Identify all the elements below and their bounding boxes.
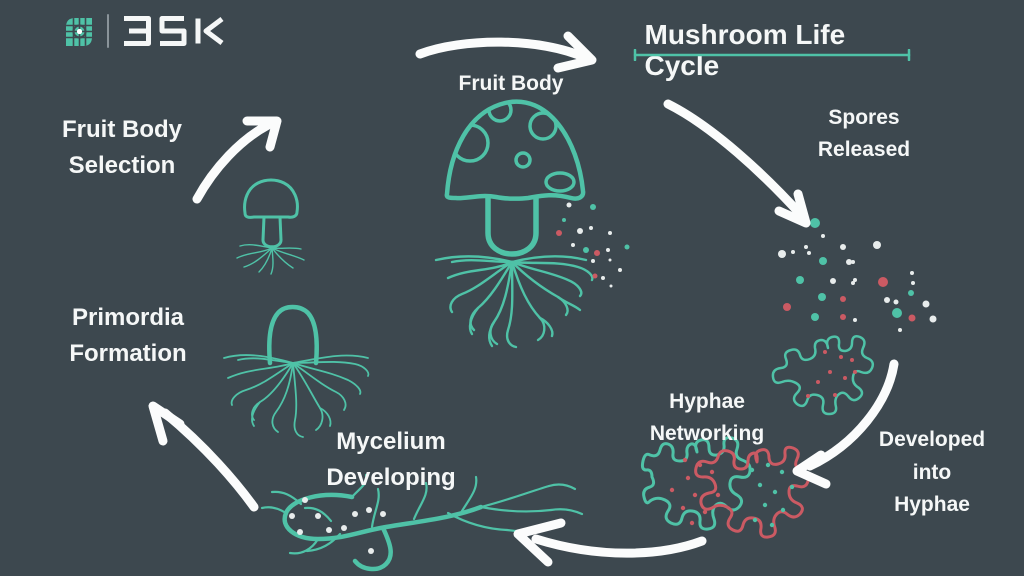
stage-label-primordia-formation: Primordia Formation	[69, 304, 187, 367]
arrow-mycelium-to-primordia	[148, 401, 259, 512]
logo-wordmark	[124, 16, 224, 46]
spore-cluster-small	[556, 202, 630, 288]
arrow-selection-to-fruitbody	[192, 116, 282, 204]
hyphae-sprout-illustration	[771, 335, 875, 416]
arrow-title-to-spores	[663, 99, 811, 228]
arrow-network-to-mycelium	[513, 518, 707, 567]
arrow-spores-to-network	[792, 359, 899, 489]
fruit-body-roots	[434, 255, 594, 349]
primordia-illustration	[223, 304, 370, 438]
stage-label-hyphae-networking: Hyphae Networking	[649, 390, 765, 445]
selected-mushroom-illustration	[236, 178, 305, 275]
stage-label-developed-into-hyphae: Developed into Hyphae	[878, 428, 986, 517]
logo-divider	[107, 14, 109, 48]
brand-logo	[64, 14, 226, 48]
stage-label-fruit-body-selection: Fruit Body Selection	[62, 116, 182, 179]
stage-label-spores-released: Spores Released	[817, 106, 911, 161]
hyphae-network-illustration	[640, 436, 810, 539]
fruit-body-mushroom-illustration	[434, 99, 594, 349]
spore-cluster-large	[778, 218, 937, 332]
title-underline	[633, 49, 911, 61]
arrow-fruitbody-to-title	[415, 31, 597, 73]
stage-label-fruit-body: Fruit Body	[458, 72, 564, 95]
mycelium-illustration	[260, 473, 584, 572]
leaf-grid-icon	[66, 18, 92, 46]
stage-label-mycelium-developing: Mycelium Developing	[326, 428, 456, 491]
